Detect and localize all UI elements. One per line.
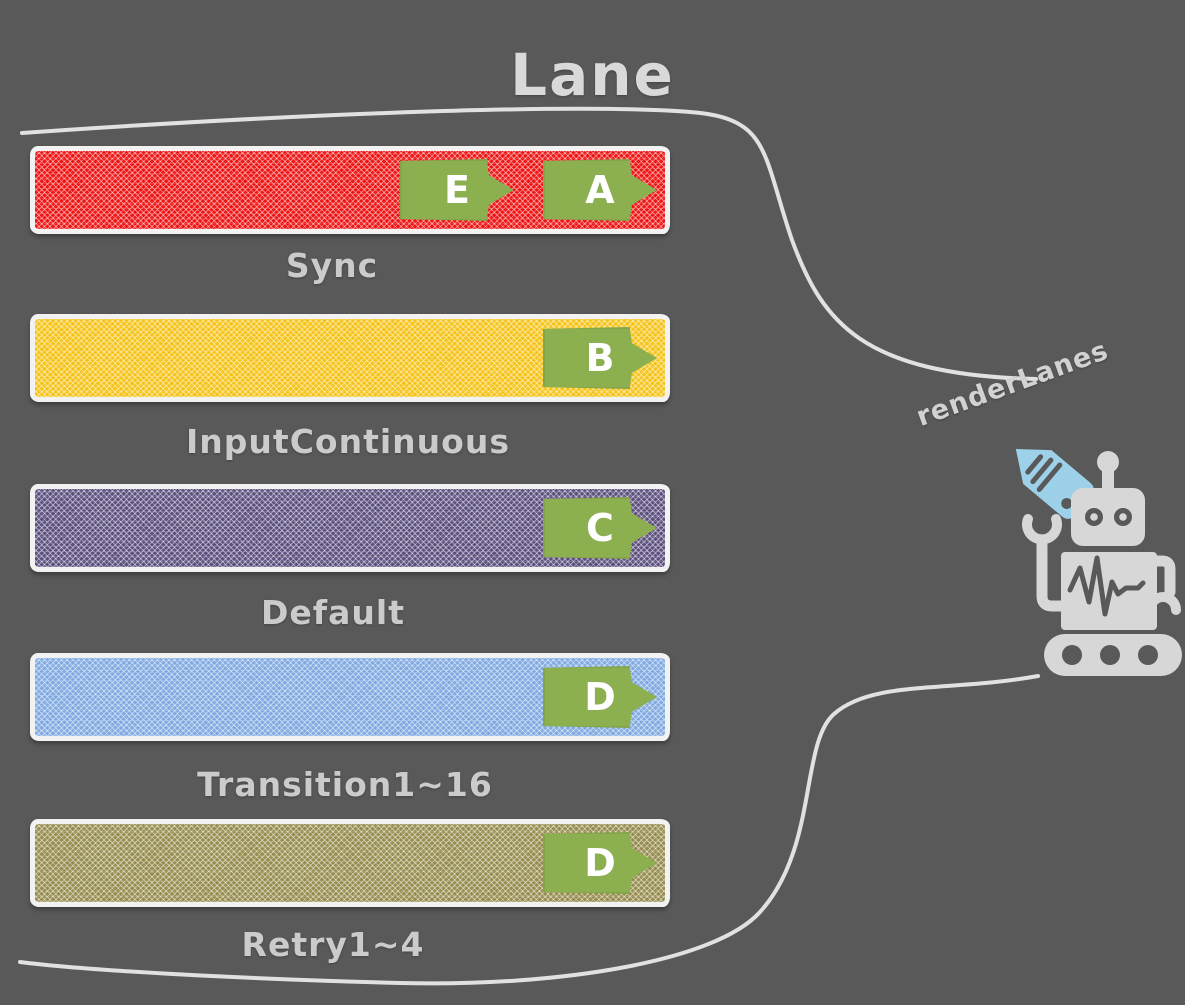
lane-tag: D [543, 832, 657, 894]
lane-bar-sync: E A [30, 146, 670, 234]
lane-tag: C [543, 497, 657, 559]
lane-label-sync: Sync [285, 246, 379, 285]
render-lanes-annotation: renderLanes [912, 334, 1113, 433]
lane-label-default: Default [261, 593, 405, 632]
lane-tag-label: B [585, 336, 615, 380]
lane-tag-label: D [584, 841, 616, 885]
lane-tag: E [400, 159, 514, 221]
lane-bar-default: C [30, 484, 670, 572]
lane-tag-label: E [444, 168, 470, 212]
lane-tag-label: D [584, 675, 616, 719]
lane-tag: B [543, 327, 657, 389]
lane-tag-label: C [586, 506, 614, 550]
lane-bar-transition: D [30, 653, 670, 741]
lane-label-transition: Transition1~16 [197, 765, 493, 804]
lane-label-input-continuous: InputContinuous [186, 422, 510, 461]
tag-icon [1015, 449, 1094, 519]
diagram-title: Lane [510, 40, 675, 109]
robot-icon [1022, 451, 1182, 676]
lane-tag: A [543, 159, 657, 221]
lane-tag: D [543, 666, 657, 728]
lane-tag-label: A [585, 168, 615, 212]
lane-label-retry: Retry1~4 [241, 925, 425, 964]
lane-bar-input-continuous: B [30, 314, 670, 402]
lane-bar-retry: D [30, 819, 670, 907]
